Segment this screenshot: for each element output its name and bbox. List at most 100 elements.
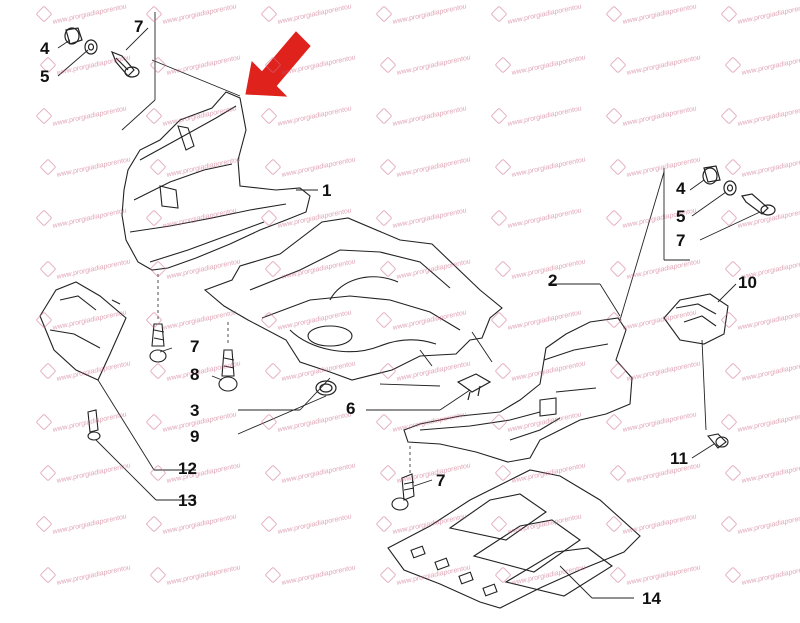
watermark-logo-icon — [35, 5, 53, 23]
watermark-logo-icon — [609, 362, 627, 380]
watermark-logo-icon — [724, 464, 742, 482]
watermark-logo-icon — [35, 107, 53, 125]
part-9-ring — [315, 380, 337, 396]
bolt-7-top-left — [110, 50, 140, 78]
watermark-logo-icon — [605, 515, 623, 533]
watermark-logo-icon — [490, 5, 508, 23]
watermark-logo-icon — [264, 362, 282, 380]
watermark: www.prorgiadiaporentou — [375, 513, 468, 535]
watermark-logo-icon — [260, 107, 278, 125]
watermark-logo-icon — [39, 158, 57, 176]
watermark-logo-icon — [720, 311, 738, 329]
part-2-side-shield — [403, 317, 633, 463]
label-part-12: 12 — [178, 459, 197, 478]
watermark: www.prorgiadiaporentou — [724, 54, 800, 76]
watermark-logo-icon — [720, 5, 738, 23]
watermark-logo-icon — [375, 413, 393, 431]
watermark: www.prorgiadiaporentou — [605, 411, 698, 433]
watermark-logo-icon — [494, 260, 512, 278]
watermark: www.prorgiadiaporentou — [35, 207, 128, 229]
watermark: www.prorgiadiaporentou — [490, 105, 583, 127]
watermark: www.prorgiadiaporentou — [35, 411, 128, 433]
watermark: www.prorgiadiaporentou — [609, 156, 702, 178]
watermark-logo-icon — [605, 311, 623, 329]
watermark: www.prorgiadiaporentou — [609, 564, 702, 586]
watermark: www.prorgiadiaporentou — [724, 360, 800, 382]
watermark-logo-icon — [494, 566, 512, 584]
watermark: www.prorgiadiaporentou — [490, 513, 583, 535]
label-part-7-top-right: 7 — [676, 231, 686, 250]
label-part-10: 10 — [738, 273, 757, 292]
label-part-14: 14 — [642, 589, 661, 608]
watermark-logo-icon — [605, 5, 623, 23]
part-10-mount-bracket — [663, 293, 729, 345]
watermark: www.prorgiadiaporentou — [145, 513, 238, 535]
red-pointer-arrow — [245, 31, 311, 97]
watermark-logo-icon — [145, 311, 163, 329]
watermark-logo-icon — [490, 209, 508, 227]
watermark-logo-icon — [264, 260, 282, 278]
watermark-logo-icon — [264, 56, 282, 74]
watermark: www.prorgiadiaporentou — [264, 462, 357, 484]
watermark: www.prorgiadiaporentou — [494, 564, 587, 586]
watermark: www.prorgiadiaporentou — [39, 156, 132, 178]
watermark: www.prorgiadiaporentou — [149, 156, 242, 178]
bolt-8 — [218, 349, 238, 392]
bushing-4-top-left — [64, 27, 83, 45]
watermark: www.prorgiadiaporentou — [379, 462, 472, 484]
label-part-7-top-left: 7 — [134, 17, 144, 36]
watermark: www.prorgiadiaporentou — [494, 462, 587, 484]
watermark: www.prorgiadiaporentou — [39, 54, 132, 76]
watermark: www.prorgiadiaporentou — [145, 207, 238, 229]
part-6-bracket — [456, 373, 492, 401]
watermark-logo-icon — [375, 5, 393, 23]
watermark: www.prorgiadiaporentou — [379, 54, 472, 76]
watermark: www.prorgiadiaporentou — [605, 513, 698, 535]
leader-2-mount — [619, 171, 665, 321]
watermark-logo-icon — [39, 566, 57, 584]
watermark-logo-icon — [490, 413, 508, 431]
watermark: www.prorgiadiaporentou — [720, 513, 800, 535]
watermark-logo-icon — [375, 515, 393, 533]
watermark-logo-icon — [375, 311, 393, 329]
watermark: www.prorgiadiaporentou — [375, 3, 468, 25]
washer-5-top-right — [723, 180, 737, 196]
label-part-7-lower: 7 — [436, 471, 446, 490]
watermark: www.prorgiadiaporentou — [39, 564, 132, 586]
watermark: www.prorgiadiaporentou — [264, 564, 357, 586]
watermark-logo-icon — [39, 362, 57, 380]
watermark: www.prorgiadiaporentou — [149, 564, 242, 586]
watermark-logo-icon — [264, 566, 282, 584]
watermark-logo-icon — [260, 413, 278, 431]
watermark: www.prorgiadiaporentou — [494, 258, 587, 280]
watermark-logo-icon — [379, 464, 397, 482]
watermark: www.prorgiadiaporentou — [724, 462, 800, 484]
watermark-logo-icon — [260, 209, 278, 227]
label-part-8: 8 — [190, 365, 200, 384]
watermark: www.prorgiadiaporentou — [260, 309, 353, 331]
washer-5-top-left — [84, 39, 98, 55]
watermark: www.prorgiadiaporentou — [260, 3, 353, 25]
watermark-logo-icon — [720, 209, 738, 227]
leader-lines — [57, 27, 761, 599]
watermark: www.prorgiadiaporentou — [379, 156, 472, 178]
part-11-bolt — [706, 433, 729, 449]
part-3-main-underbody-panel — [203, 217, 503, 381]
watermark-logo-icon — [145, 413, 163, 431]
watermark: www.prorgiadiaporentou — [490, 411, 583, 433]
watermark: www.prorgiadiaporentou — [260, 105, 353, 127]
part-14-skid-plate — [387, 469, 641, 609]
label-part-5-top-left: 5 — [40, 67, 50, 86]
watermark: www.prorgiadiaporentou — [720, 207, 800, 229]
watermark: www.prorgiadiaporentou — [490, 3, 583, 25]
bushing-4-top-right — [702, 165, 721, 185]
watermark-logo-icon — [609, 464, 627, 482]
label-part-4-top-left: 4 — [40, 39, 50, 58]
watermark: www.prorgiadiaporentou — [379, 360, 472, 382]
watermark: www.prorgiadiaporentou — [720, 105, 800, 127]
watermark: www.prorgiadiaporentou — [605, 3, 698, 25]
label-part-3: 3 — [190, 401, 200, 420]
watermark-logo-icon — [35, 413, 53, 431]
